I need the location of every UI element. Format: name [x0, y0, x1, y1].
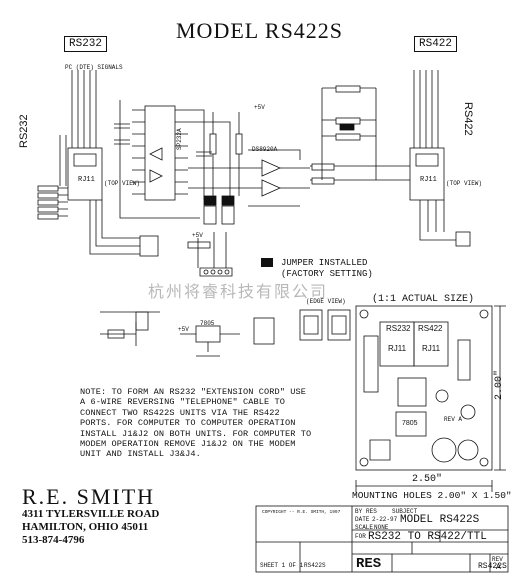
jumper-j3	[339, 123, 355, 131]
pc-signals-header: PC (DTE) SIGNALS	[65, 64, 123, 71]
title-block-by-label: BY	[355, 508, 363, 515]
company-name: R.E. SMITH	[22, 484, 156, 509]
connector-j5	[455, 231, 471, 247]
pcb-capacitor-small	[457, 439, 479, 461]
termination-resistors	[311, 85, 361, 185]
dimension-lines	[355, 305, 506, 492]
page-title: MODEL RS422S	[176, 18, 344, 43]
rj11-left-view: (TOP VIEW)	[104, 180, 141, 187]
title-block-subject-label: SUBJECT	[392, 508, 418, 515]
rj11-right-latch	[415, 153, 439, 167]
pcb-7805-label: 7805	[402, 420, 418, 427]
rs422-tag: RS422	[414, 36, 458, 52]
pcb-chip-center	[397, 377, 427, 407]
edge-view-label: (EDGE VIEW)	[306, 298, 346, 305]
title-block-model: RS422S	[478, 562, 507, 571]
title-block-frame	[255, 505, 509, 573]
title-block-by: RES	[366, 508, 377, 515]
resistors	[187, 133, 243, 249]
pcb-outline	[355, 305, 493, 471]
rj11-right-view: (TOP VIEW)	[446, 180, 483, 187]
usage-note: NOTE: TO FORM AN RS232 "EXTENSION CORD" …	[80, 387, 312, 460]
header-strip	[199, 267, 233, 277]
company-phone: 513-874-4796	[22, 534, 85, 546]
pcb-rs232-label: RS232	[386, 324, 411, 333]
title-block-sheet: SHEET 1 OF 1	[260, 562, 304, 569]
sp232a-chip	[144, 105, 176, 201]
rj11-left-label: RJ11	[78, 176, 95, 184]
title-block-date: 2-22-97	[372, 516, 398, 523]
sp232a-label: SP232A	[176, 128, 183, 150]
rs232-side-label: RS232	[18, 114, 30, 148]
pcb-rev-label: REV A	[444, 416, 463, 423]
title-block-scale-label: SCALE	[355, 524, 374, 531]
jumper-legend-swatch	[261, 258, 273, 267]
title-block-for: RS232 TO RS422/TTL	[368, 531, 487, 543]
title-block-copyright: COPYRIGHT -- R.E. SMITH, 1997	[262, 510, 341, 515]
edge-view-jacks	[299, 309, 351, 341]
pcb-regulator	[395, 411, 427, 437]
db-connector-pins	[37, 185, 59, 220]
jumper-legend-line2: (FACTORY SETTING)	[281, 269, 373, 279]
ds8920a-label: DS8920A	[252, 146, 278, 153]
vplus-label-3: +5V	[178, 326, 189, 333]
connector-j6	[135, 311, 149, 331]
regulator-label: 7805	[200, 320, 215, 327]
width-dimension: 2.50"	[412, 474, 443, 485]
mounting-holes-label: MOUNTING HOLES 2.00" X 1.50"	[352, 490, 512, 501]
jumper-blocks	[203, 195, 235, 225]
rj11-right-body	[409, 147, 445, 201]
rj11-right-label: RJ11	[420, 176, 437, 184]
pcb-chip-left	[363, 335, 379, 393]
ds8920a-receiver	[261, 159, 281, 197]
buffer-triangles	[149, 147, 163, 183]
actual-size-label: (1:1 ACTUAL SIZE)	[372, 294, 475, 305]
title-block-rev: A	[496, 563, 501, 572]
watermark-text: 杭州将睿科技有限公司	[148, 282, 329, 301]
company-city: HAMILTON, OHIO 45011	[22, 521, 149, 533]
transistor-q1	[139, 235, 159, 257]
title-block-scale: NONE	[374, 524, 389, 531]
height-dimension: 2.00"	[494, 369, 505, 400]
rj11-left-body	[67, 147, 103, 201]
vplus-label-1: +5V	[254, 104, 265, 111]
capacitors	[114, 123, 212, 157]
pcb-rj11-right	[413, 321, 449, 367]
pcb-rs422-label: RS422	[418, 324, 443, 333]
power-jack	[253, 317, 275, 345]
regulator-7805	[195, 325, 221, 343]
company-street: 4311 TYLERSVILLE ROAD	[22, 508, 160, 520]
resistor-r1	[107, 329, 125, 339]
rj11-left-latch	[73, 153, 97, 167]
title-block-rev-label: REV	[492, 556, 503, 563]
vplus-label-2: +5V	[192, 232, 203, 239]
jumper-legend-line1: JUMPER INSTALLED	[281, 258, 368, 268]
rs232-signal-leads	[71, 70, 97, 148]
pcb-chip-right	[457, 339, 471, 381]
title-block-date-label: DATE	[355, 516, 370, 523]
rs422-side-label: RS422	[462, 102, 474, 136]
pcb-rj11-left-label: RJ11	[388, 344, 407, 353]
title-block-subject: MODEL RS422S	[400, 514, 480, 526]
rs232-tag: RS232	[64, 36, 108, 52]
pcb-rj11-right-label: RJ11	[422, 344, 441, 353]
pcb-capacitor-large	[431, 437, 457, 463]
title-block-model-small: RS422S	[304, 562, 326, 569]
jumper-legend: JUMPER INSTALLED (FACTORY SETTING)	[281, 258, 373, 280]
title-block-for-label: FOR	[355, 533, 366, 540]
title-block-logo: RES	[356, 556, 382, 572]
